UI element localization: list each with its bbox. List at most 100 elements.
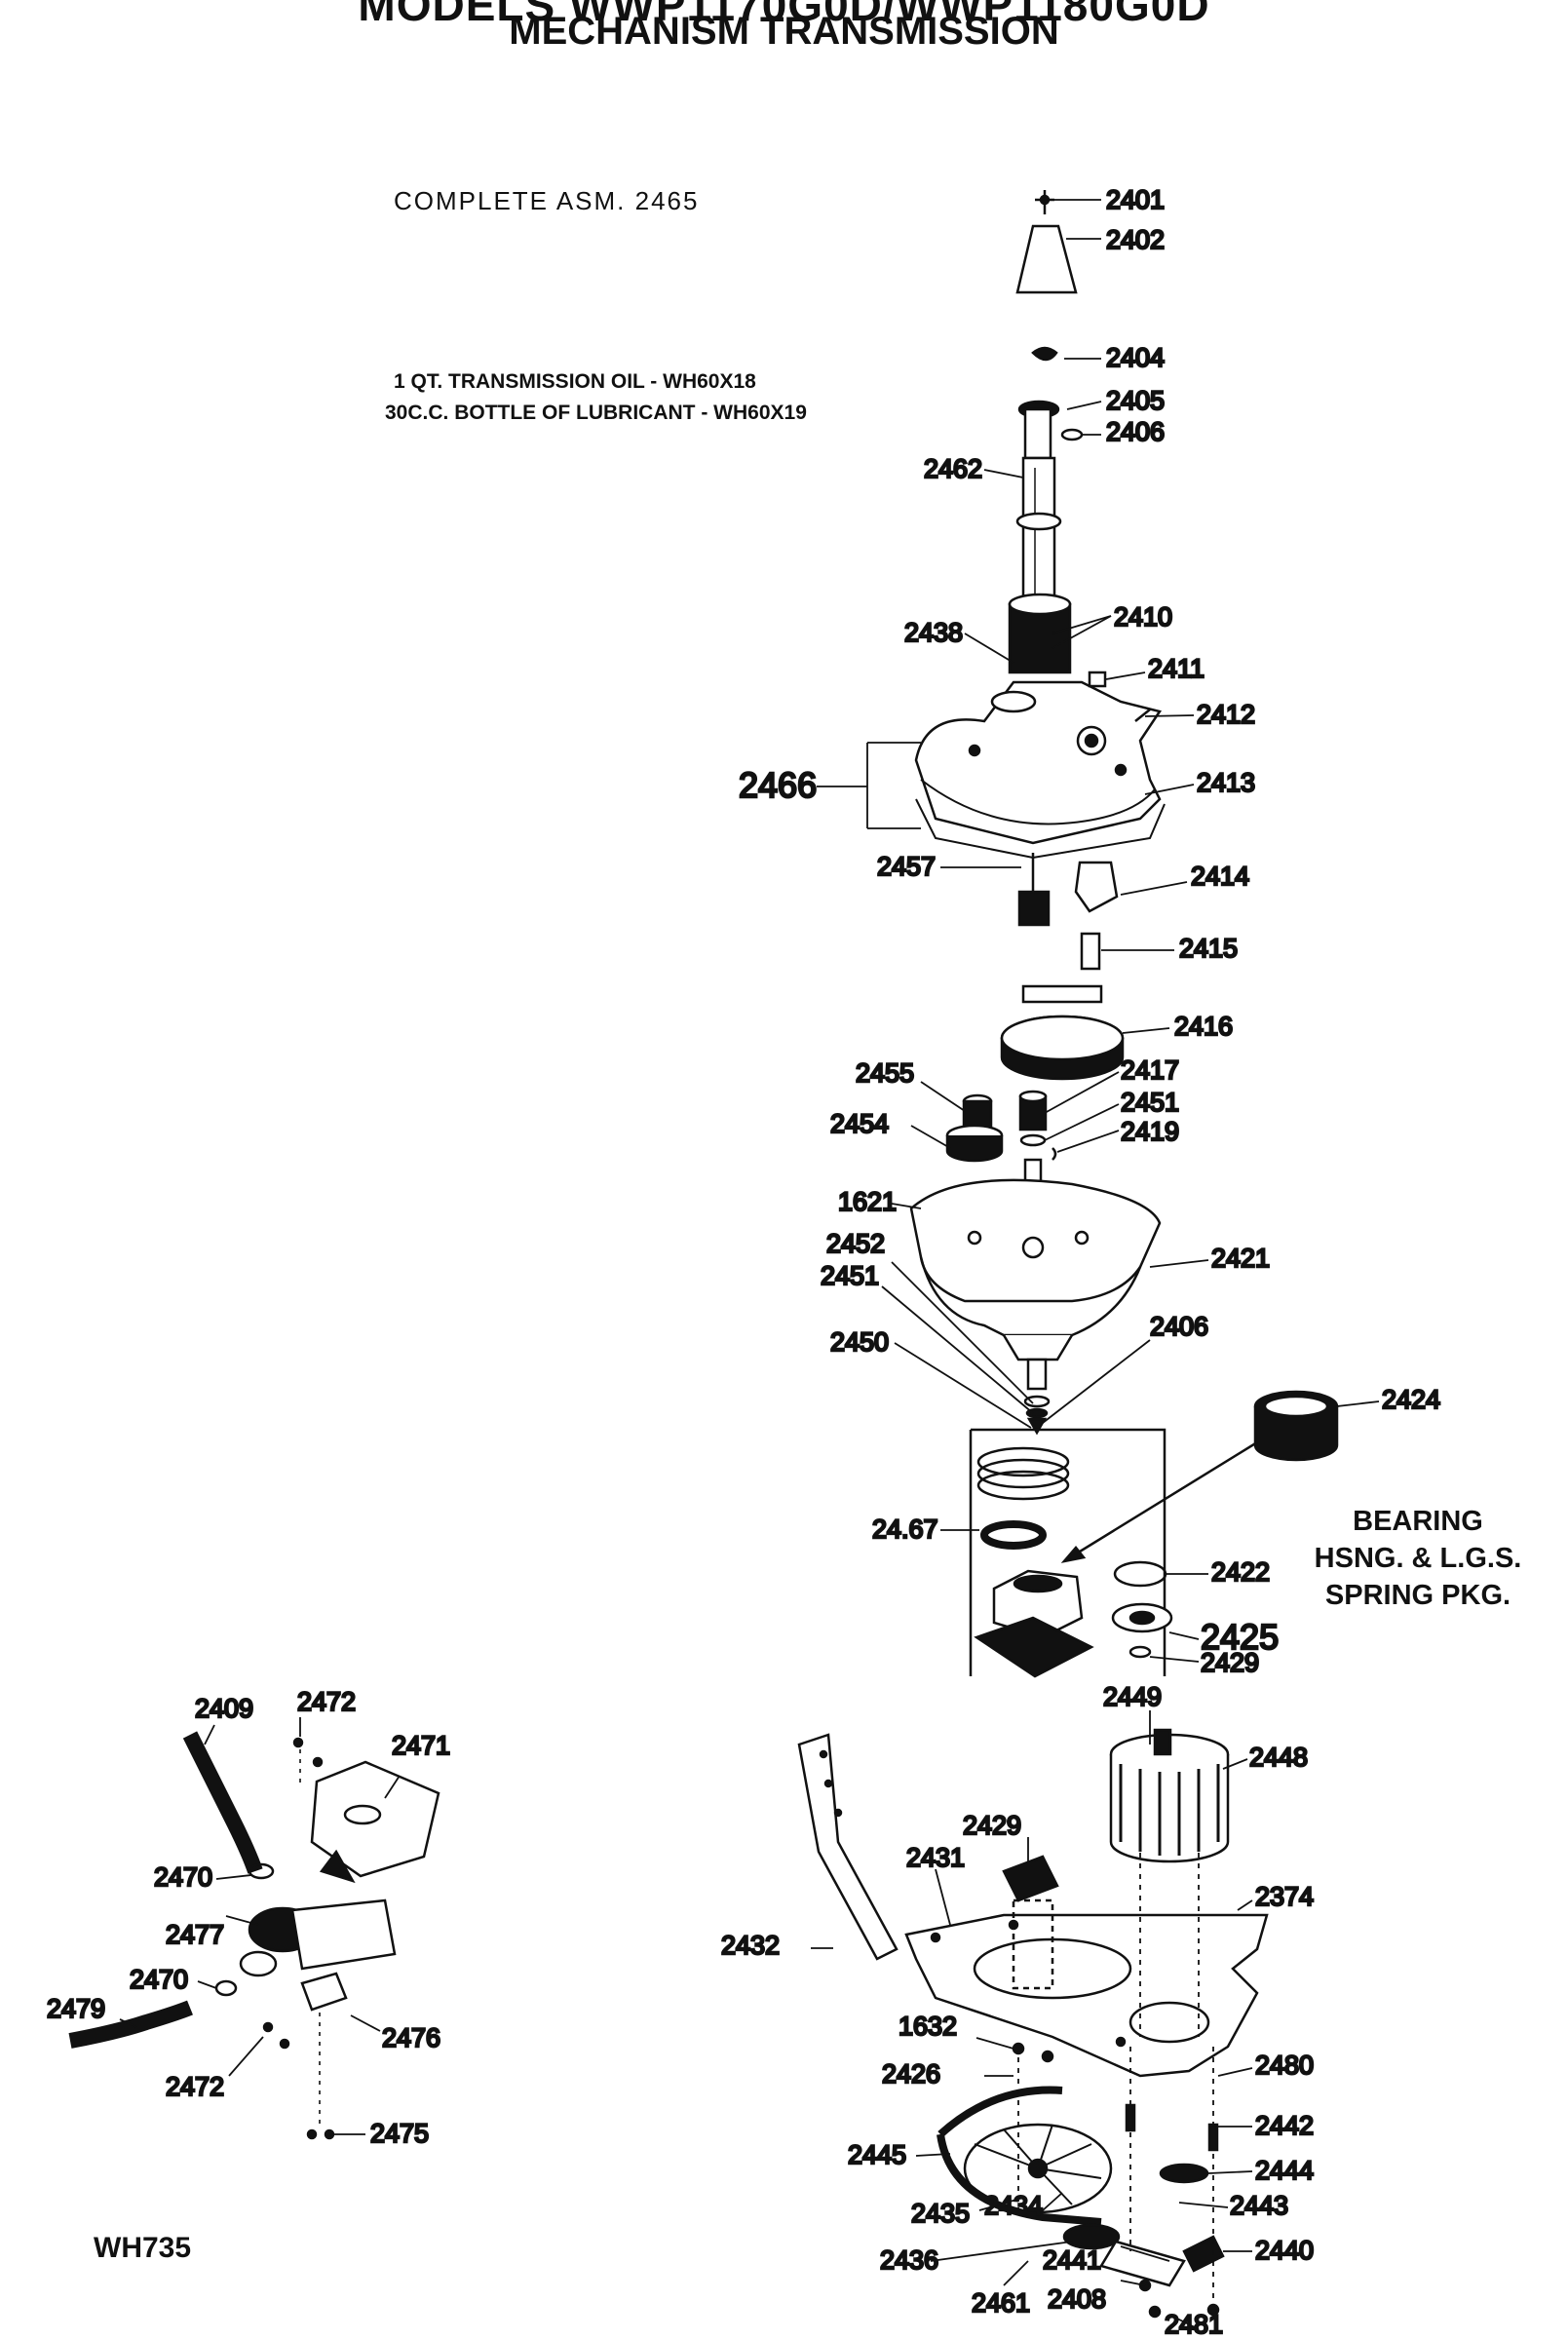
part-label-2429-lower: 2429 (963, 1811, 1021, 1840)
part-label-2445: 2445 (848, 2140, 906, 2169)
clamp-2470b (214, 1979, 238, 1997)
bearing-2425 (1111, 1602, 1173, 1633)
hose-2479 (68, 2000, 193, 2049)
agitator-bolt-2401 (1035, 190, 1054, 214)
part-label-2480: 2480 (1255, 2051, 1314, 2080)
mounting-plate-2374 (904, 1913, 1269, 2078)
part-label-2455: 2455 (856, 1058, 914, 1088)
part-label-2475: 2475 (370, 2119, 429, 2148)
part-label-2436: 2436 (880, 2245, 938, 2275)
pinion-gear-2455 (962, 1093, 993, 1129)
seal-2467 (980, 1520, 1047, 1550)
part-label-2450: 2450 (830, 1327, 889, 1357)
pump-screws (262, 1737, 335, 2140)
part-label-2422: 2422 (1211, 1557, 1270, 1587)
part-label-2432: 2432 (721, 1931, 780, 1960)
agitator-cap-2402 (1015, 224, 1078, 294)
pulley-2445 (963, 2123, 1113, 2214)
part-label-2479: 2479 (47, 1994, 105, 2023)
pinion-2457 (1017, 853, 1051, 927)
ring-2406 (1060, 428, 1084, 441)
part-label-2472-lower: 2472 (166, 2072, 224, 2101)
part-label-2467: 24.67 (872, 1515, 938, 1544)
part-label-2470-upper: 2470 (154, 1862, 212, 1892)
part-label-2416: 2416 (1174, 1012, 1233, 1041)
part-label-2438: 2438 (904, 618, 963, 647)
part-label-1621: 1621 (838, 1187, 897, 1216)
complete-assembly-note: COMPLETE ASM. 2465 (394, 186, 700, 215)
seal-2429 (974, 1616, 1094, 1678)
diagram-code: WH735 (94, 2232, 192, 2264)
pinion-2417 (1018, 1090, 1048, 1131)
part-label-2404: 2404 (1106, 343, 1165, 372)
part-label-2424: 2424 (1382, 1385, 1440, 1414)
part-label-1632: 1632 (899, 2012, 957, 2041)
part-label-2419: 2419 (1121, 1117, 1179, 1146)
part-label-2412: 2412 (1197, 700, 1255, 729)
arrow-2424 (1066, 1440, 1258, 1561)
part-label-2477: 2477 (166, 1920, 224, 1949)
agitator-shaft-2462 (1008, 400, 1072, 674)
ring-2419 (1052, 1147, 1057, 1161)
motor-2448 (1109, 1728, 1230, 1863)
part-label-2451-lower: 2451 (821, 1261, 879, 1290)
gear-case-2421 (909, 1178, 1162, 1391)
part-label-2448: 2448 (1249, 1743, 1308, 1772)
part-label-2431: 2431 (906, 1843, 965, 1872)
part-label-2443: 2443 (1230, 2191, 1288, 2220)
gear-2454 (945, 1124, 1004, 1163)
bearing-housing (992, 1569, 1084, 1639)
part-label-2462: 2462 (924, 454, 982, 483)
spring-2467 (976, 1446, 1070, 1501)
part-label-2481: 2481 (1165, 2310, 1223, 2339)
part-label-2405: 2405 (1106, 386, 1165, 415)
drive-belt-2435 (937, 2086, 1063, 2137)
part-label-2466: 2466 (739, 765, 817, 805)
plug-2411 (1088, 671, 1107, 688)
part-label-2429-upper: 2429 (1201, 1648, 1259, 1677)
part-label-2444: 2444 (1255, 2156, 1314, 2185)
part-label-2408: 2408 (1048, 2284, 1106, 2314)
clip-2404 (1031, 346, 1058, 362)
part-label-2406-lower: 2406 (1150, 1312, 1208, 1341)
dashed-fastener-lines (1017, 1842, 1214, 2320)
part-label-2476: 2476 (382, 2023, 440, 2052)
bracket-2476 (300, 1972, 348, 2012)
part-label-2441: 2441 (1043, 2245, 1101, 2275)
part-label-2457: 2457 (877, 852, 936, 881)
part-label-2454: 2454 (830, 1109, 889, 1138)
part-label-2421: 2421 (1211, 1244, 1270, 1273)
part-label-2411: 2411 (1148, 654, 1205, 683)
models-header: MODELS WWP1170G0D/WWP1180G0D (358, 0, 1210, 30)
package-label-line-2: HSNG. & L.G.S. (1314, 1543, 1522, 1574)
part-label-2414: 2414 (1191, 862, 1249, 891)
ring-2425 (1128, 1645, 1152, 1659)
seal-2429-lower (1002, 1855, 1059, 1990)
part-label-2415: 2415 (1179, 934, 1238, 963)
part-label-2434: 2434 (984, 2191, 1043, 2220)
crank-2415 (1021, 984, 1103, 1004)
screw-2412 (1134, 709, 1151, 722)
part-label-2413: 2413 (1197, 768, 1255, 797)
pin-2415 (1080, 932, 1101, 971)
part-label-2401: 2401 (1106, 185, 1165, 214)
gear-case-cover-2466 (914, 680, 1166, 860)
package-label-line-3: SPRING PKG. (1324, 1580, 1511, 1611)
part-label-2442: 2442 (1255, 2111, 1314, 2140)
fasteners (1012, 2042, 1220, 2319)
bearing-package-label: BEARING HSNG. & L.G.S. SPRING PKG. (1296, 1503, 1540, 1614)
leader-lines (119, 199, 1380, 2330)
part-label-2410: 2410 (1114, 602, 1172, 632)
part-label-2472-upper: 2472 (297, 1687, 356, 1716)
part-label-2435: 2435 (911, 2199, 970, 2228)
pump-cover-2471 (310, 1760, 440, 1878)
ring-2422 (1113, 1560, 1167, 1588)
bearing-package-box (969, 1428, 1173, 1678)
part-label-2426: 2426 (882, 2059, 940, 2089)
pump-dashed-lines (299, 1749, 321, 2129)
part-label-2461: 2461 (972, 2288, 1030, 2318)
tub-support-bracket (797, 1733, 899, 1961)
thrust-parts-2450 (1023, 1395, 1051, 1436)
